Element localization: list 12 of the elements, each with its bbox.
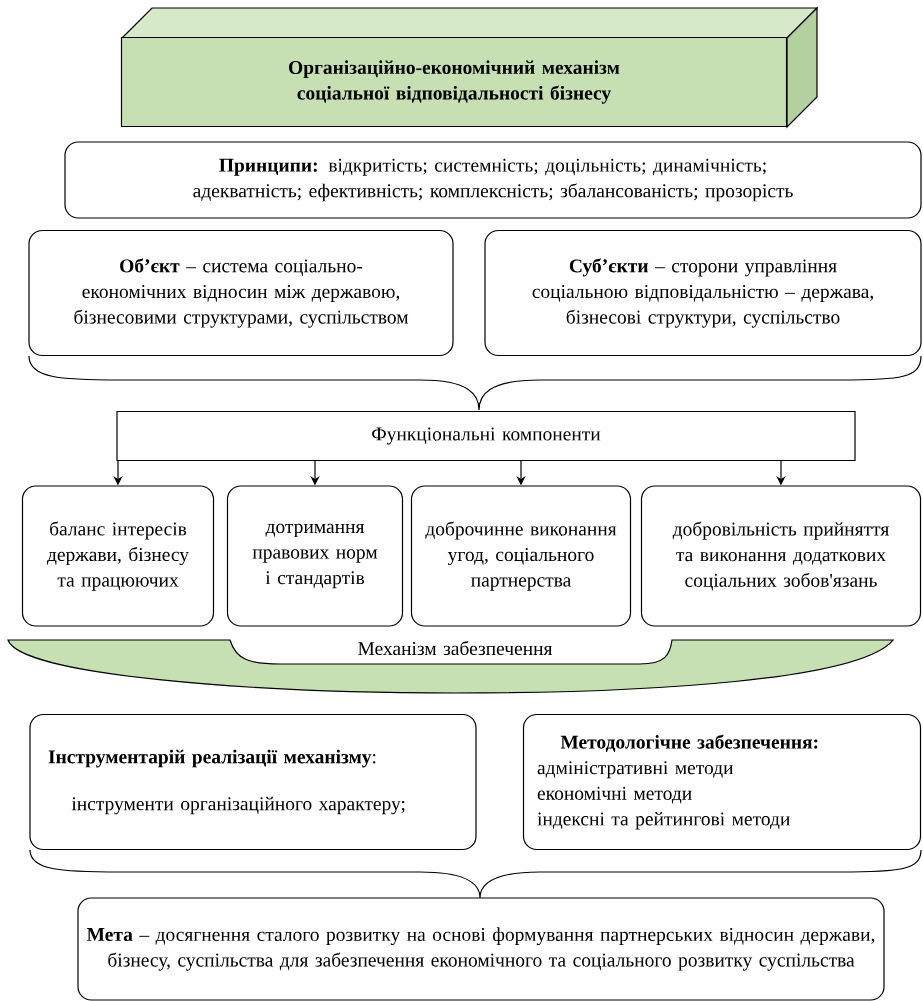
- band-label: Механізм забезпечення: [7, 639, 894, 694]
- text-box: Суб’єкти – сторони управління соціальною відповідальністю – держава, бізнесові структури, суспільство: [484, 229, 922, 357]
- text-box: дотримання правових норм і стандартів: [226, 485, 404, 627]
- text-box: доброчинне виконання угод, соціального партнерства: [410, 485, 632, 627]
- text-box: баланс інтересів держави, бізнесу та працюючих: [21, 485, 215, 627]
- text-box: добровільність прийняття та виконання додаткових соціальних зобов'язань: [640, 485, 922, 627]
- header-box: Функціональні компоненти: [116, 410, 856, 462]
- text-box: Принципи: відкритість; системність; доцільність; динамічність; адекватність; ефективність; комплексність; збалансованість; прозорість: [64, 141, 922, 219]
- text-box: Методологічне забезпечення: адміністративні методи економічні методи індексні та рейтингові методи: [522, 713, 922, 851]
- text-box: Об’єкт – система соціально-економічних відносин між державою, бізнесовими структурами, суспільством: [28, 229, 454, 357]
- text-box: Мета – досягнення сталого розвитку на основі формування партнерських відносин держави, бізнесу, суспільства для забезпечення економічного та соціального розвитку суспільства: [77, 897, 885, 1001]
- text-box: Інструментарій реалізації механізму: інструменти організаційного характеру;: [29, 713, 477, 851]
